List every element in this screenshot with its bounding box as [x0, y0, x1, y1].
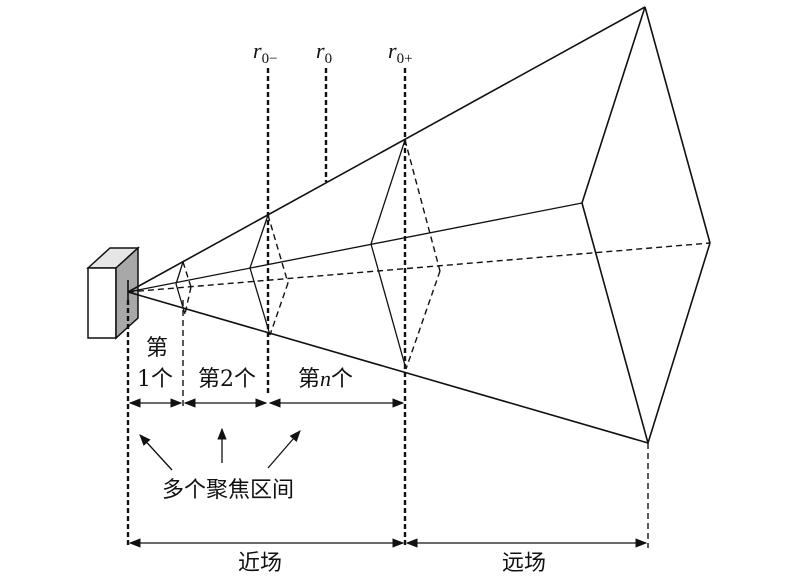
- focus-pointers: [139, 427, 301, 471]
- interval-2-label: 第2个: [198, 367, 256, 392]
- beam-outline: [127, 6, 711, 444]
- cross-section-3: [370, 139, 441, 370]
- label-r-minus: r0−: [253, 38, 278, 67]
- interval-1-label-top: 第: [146, 336, 168, 361]
- interval-n-label: 第n个: [298, 366, 353, 392]
- near-field-label: 近场: [238, 551, 282, 576]
- focus-zones-label: 多个聚焦区间: [162, 478, 294, 503]
- interval-1-label-bottom: 1个: [137, 367, 173, 392]
- cross-section-1: [175, 261, 192, 315]
- focal-markers: [126, 68, 649, 548]
- label-r-plus: r0+: [388, 38, 413, 67]
- far-base-diamond: [581, 6, 711, 444]
- far-field-label: 远场: [502, 551, 546, 576]
- transducer: [86, 246, 140, 340]
- cross-section-2: [249, 214, 289, 336]
- label-r-zero: r0: [316, 38, 332, 67]
